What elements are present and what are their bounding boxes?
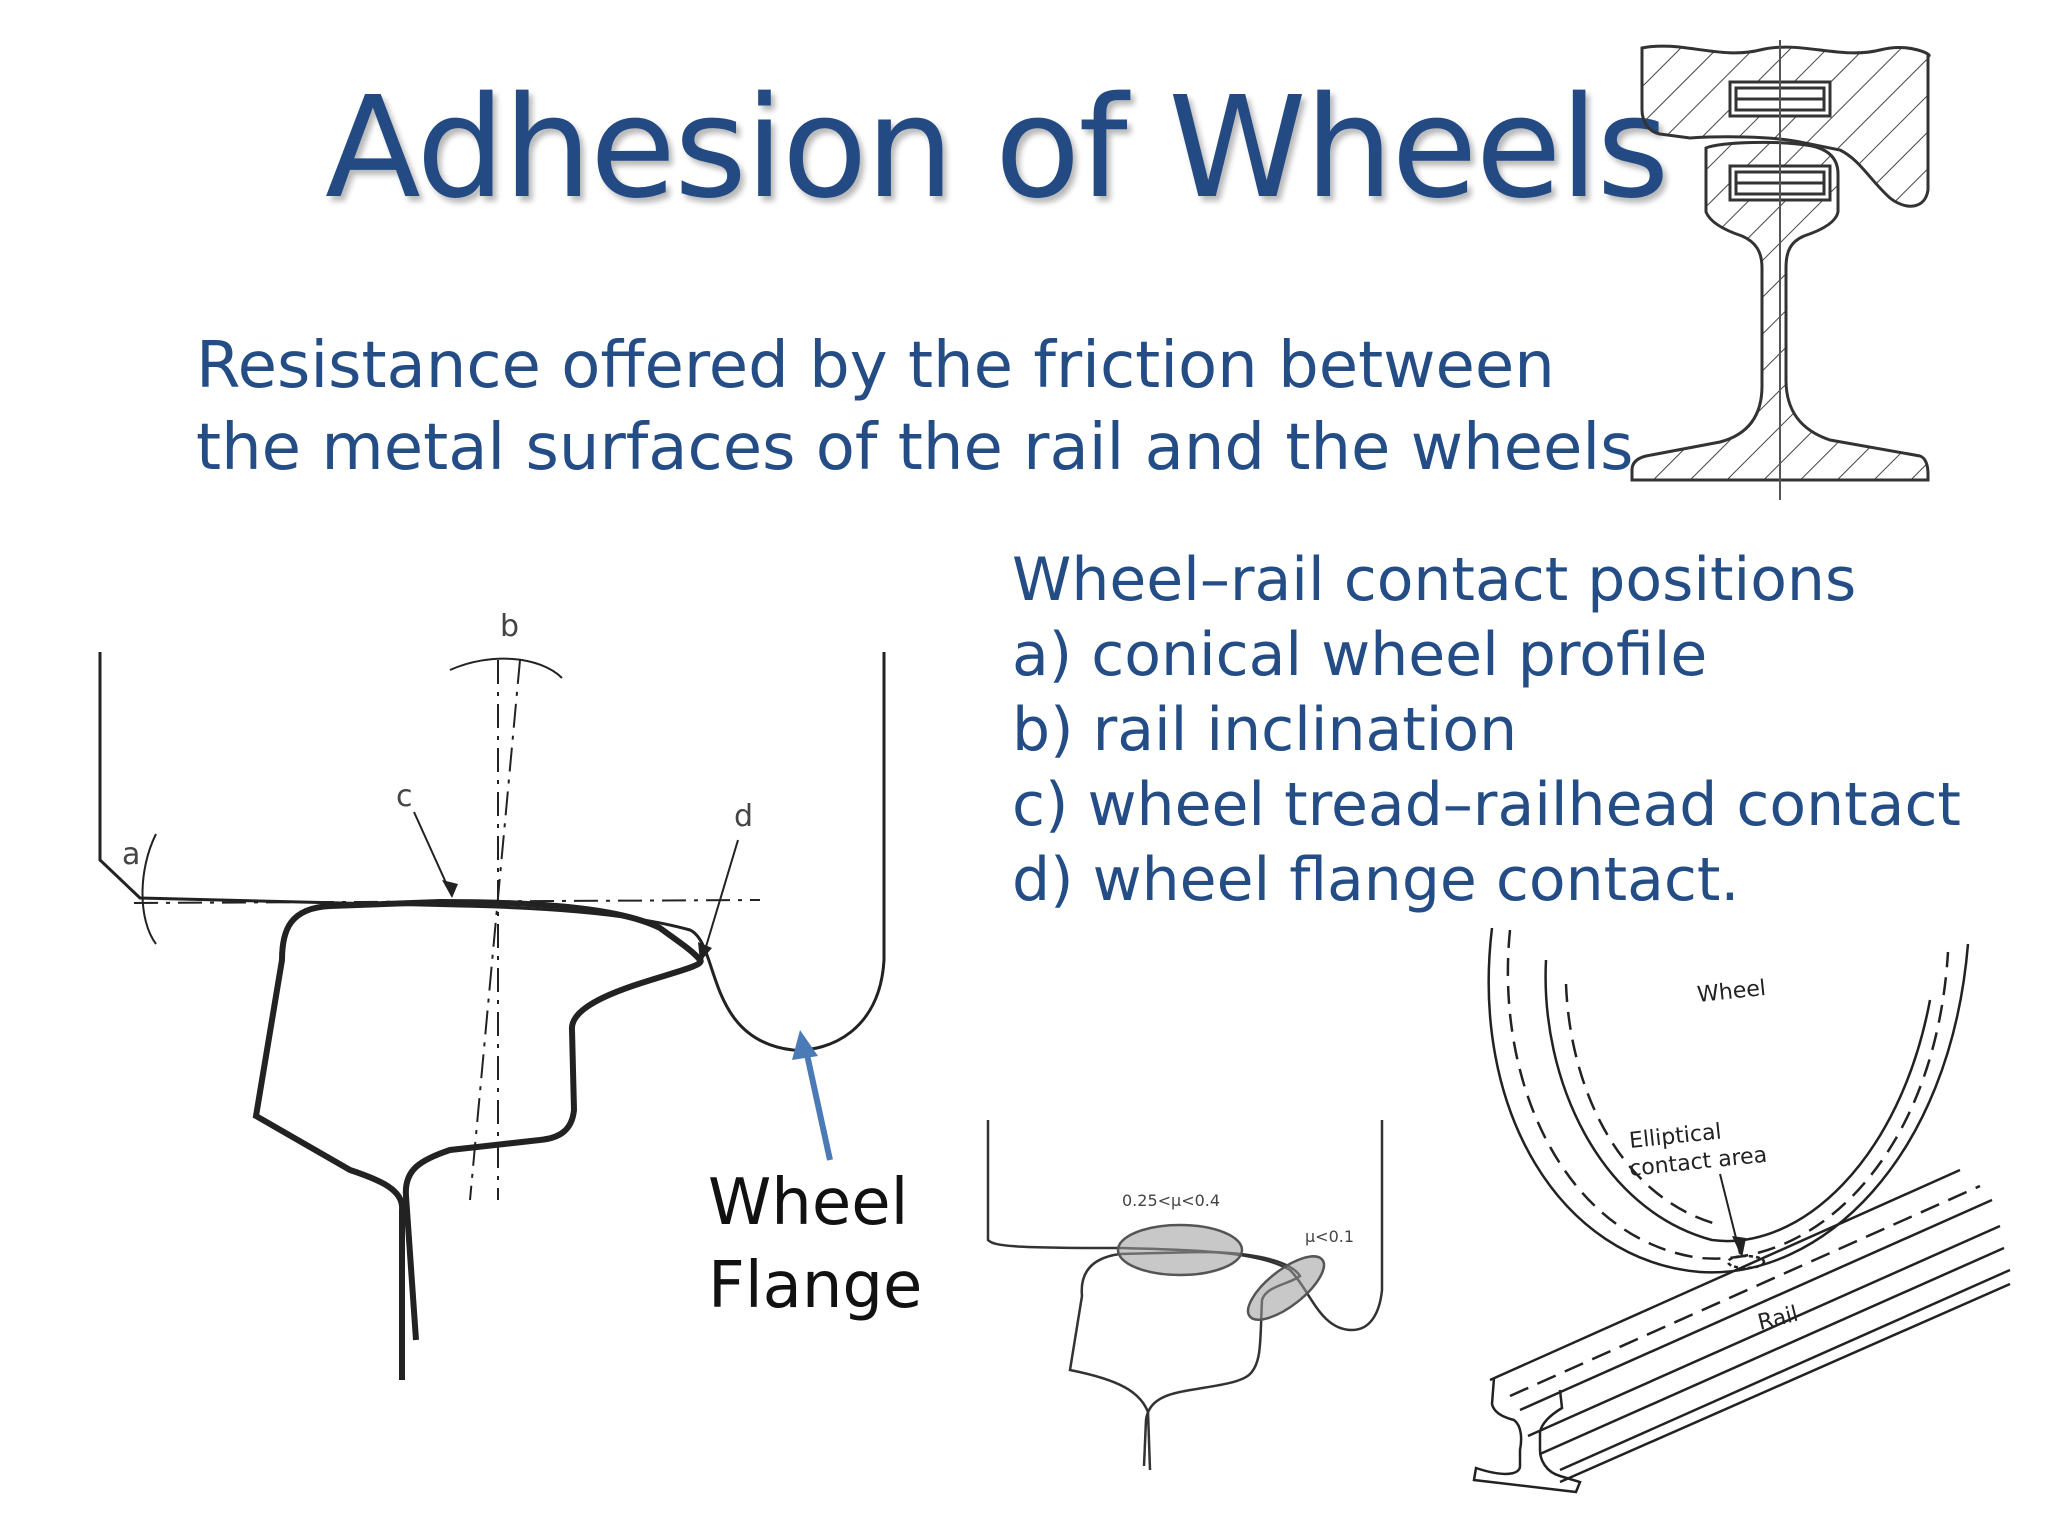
wheel-outline-inner xyxy=(1506,929,1950,1260)
definition-text: Resistance offered by the friction betwe… xyxy=(196,325,1634,489)
flange-friction-zone xyxy=(1246,1255,1326,1321)
wheel-on-rail-figure: Wheel Elliptical contact area Rail xyxy=(1472,927,2011,1494)
friction-zones-figure: 0.25<μ<0.4 μ<0.1 xyxy=(986,1120,1384,1471)
definition-line-2: the metal surfaces of the rail and the w… xyxy=(196,411,1634,485)
wheel-flange-label-line-2: Flange xyxy=(708,1249,923,1323)
wheel-section-shape xyxy=(1640,44,1931,208)
contact-positions-list: Wheel–rail contact positions a) conical … xyxy=(1012,543,1961,918)
wheel-flange-label-line-1: Wheel xyxy=(708,1166,909,1240)
contact-item-d: d) wheel flange contact. xyxy=(1012,845,1740,915)
angle-a-arc xyxy=(141,833,157,945)
contact-item-c: c) wheel tread–railhead contact xyxy=(1012,770,1961,840)
contact-item-a: a) conical wheel profile xyxy=(1012,620,1708,690)
label-b: b xyxy=(500,609,519,644)
flange-friction-label: μ<0.1 xyxy=(1305,1227,1354,1246)
flange-pointer-arrow xyxy=(792,1030,833,1161)
friction-wheel-line xyxy=(986,1120,1384,1332)
wheel-label: Wheel xyxy=(1696,976,1767,1008)
definition-line-1: Resistance offered by the friction betwe… xyxy=(196,329,1555,403)
tread-friction-zone xyxy=(1116,1223,1244,1277)
wheel-rail-profile-figure: a b c d xyxy=(98,609,886,1380)
label-a: a xyxy=(122,837,140,872)
wheel-profile-line xyxy=(98,652,886,1052)
label-d: d xyxy=(734,799,753,834)
rail-profile-line xyxy=(252,898,704,1380)
contact-positions-heading: Wheel–rail contact positions xyxy=(1012,545,1857,615)
leader-d xyxy=(701,839,739,961)
rail-top-edge xyxy=(1489,1168,1961,1382)
rail-end-section xyxy=(1472,1377,1582,1494)
slide-title: Adhesion of Wheels xyxy=(325,67,1669,230)
angle-b-arc xyxy=(449,657,563,679)
wheel-outline-outer xyxy=(1487,927,1970,1274)
inclined-axis xyxy=(469,659,521,1201)
rail-cross-section-figure xyxy=(1630,40,1931,500)
contact-item-b: b) rail inclination xyxy=(1012,695,1518,765)
tread-friction-label: 0.25<μ<0.4 xyxy=(1122,1191,1220,1210)
label-c: c xyxy=(396,779,413,814)
wheel-flange-label: Wheel Flange xyxy=(708,1162,922,1328)
horizontal-axis xyxy=(133,899,761,904)
rail-label: Rail xyxy=(1755,1302,1800,1336)
contact-ellipse xyxy=(1726,1254,1766,1270)
